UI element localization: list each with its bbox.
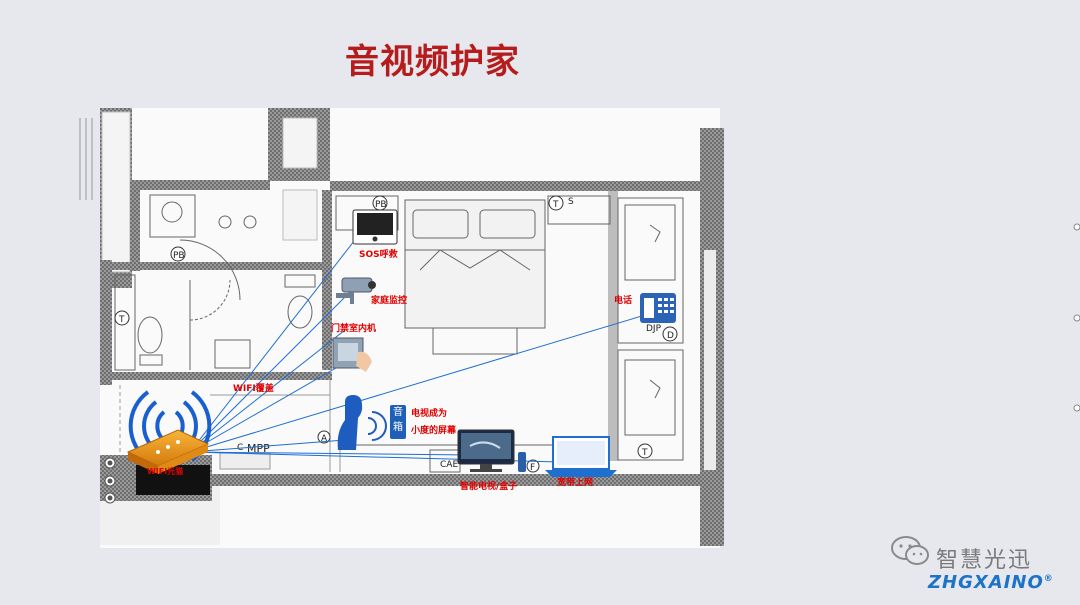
mark-t-top: T [552,200,559,210]
bathroom [114,194,316,371]
page-title: 音视频护家 [345,42,520,82]
mark-t-bottom: T [641,448,648,458]
mark-djp: DJP [646,324,662,334]
label-sos: SOS呼救 [359,250,398,260]
label-phone: 电话 [614,296,633,306]
watermark-latin: ZHGXAINO® [928,572,1054,593]
laptop-icon [545,436,617,477]
label-tv-screen-2: 小度的屏幕 [411,426,457,436]
sos-monitor-icon [352,209,398,245]
mark-a: A [321,434,328,444]
label-intercom: 门禁室内机 [331,324,377,334]
mark-t-left: T [118,315,125,325]
wechat-icon [891,536,929,565]
camera-icon [336,277,376,304]
label-tv-screen-1: 电视成为 [411,409,448,419]
watermark-brand: 智慧光迅 [936,548,1033,573]
watermark-reg: ® [1043,574,1054,584]
voice-assistant-icon [337,395,387,450]
phone-icon [640,293,676,323]
mark-d: D [667,331,674,341]
mark-s-top: S [568,197,574,207]
speaker-badge: 音箱 [390,405,406,439]
mark-mpp: MPP [247,442,270,455]
label-wifi-router: WIFI光猫 [147,467,184,476]
smart-tv-icon [457,429,526,472]
label-wifi-cover: WIFI覆盖 [233,384,274,394]
bedroom [335,195,684,473]
watermark-latin-text: ZHGXAINO [928,572,1044,593]
label-broadband: 宽带上网 [557,478,594,488]
mark-cae: CAE [440,460,458,470]
mark-f: F [530,463,535,473]
walls [100,108,724,546]
intercom-icon [332,337,372,372]
label-monitor: 家庭监控 [371,296,408,306]
mark-pb-top: PB [375,200,387,210]
label-smart-tv: 智能电视/盒子 [460,482,518,492]
mark-pb-left: PB [173,251,185,261]
wifi-router-icon [126,429,210,474]
